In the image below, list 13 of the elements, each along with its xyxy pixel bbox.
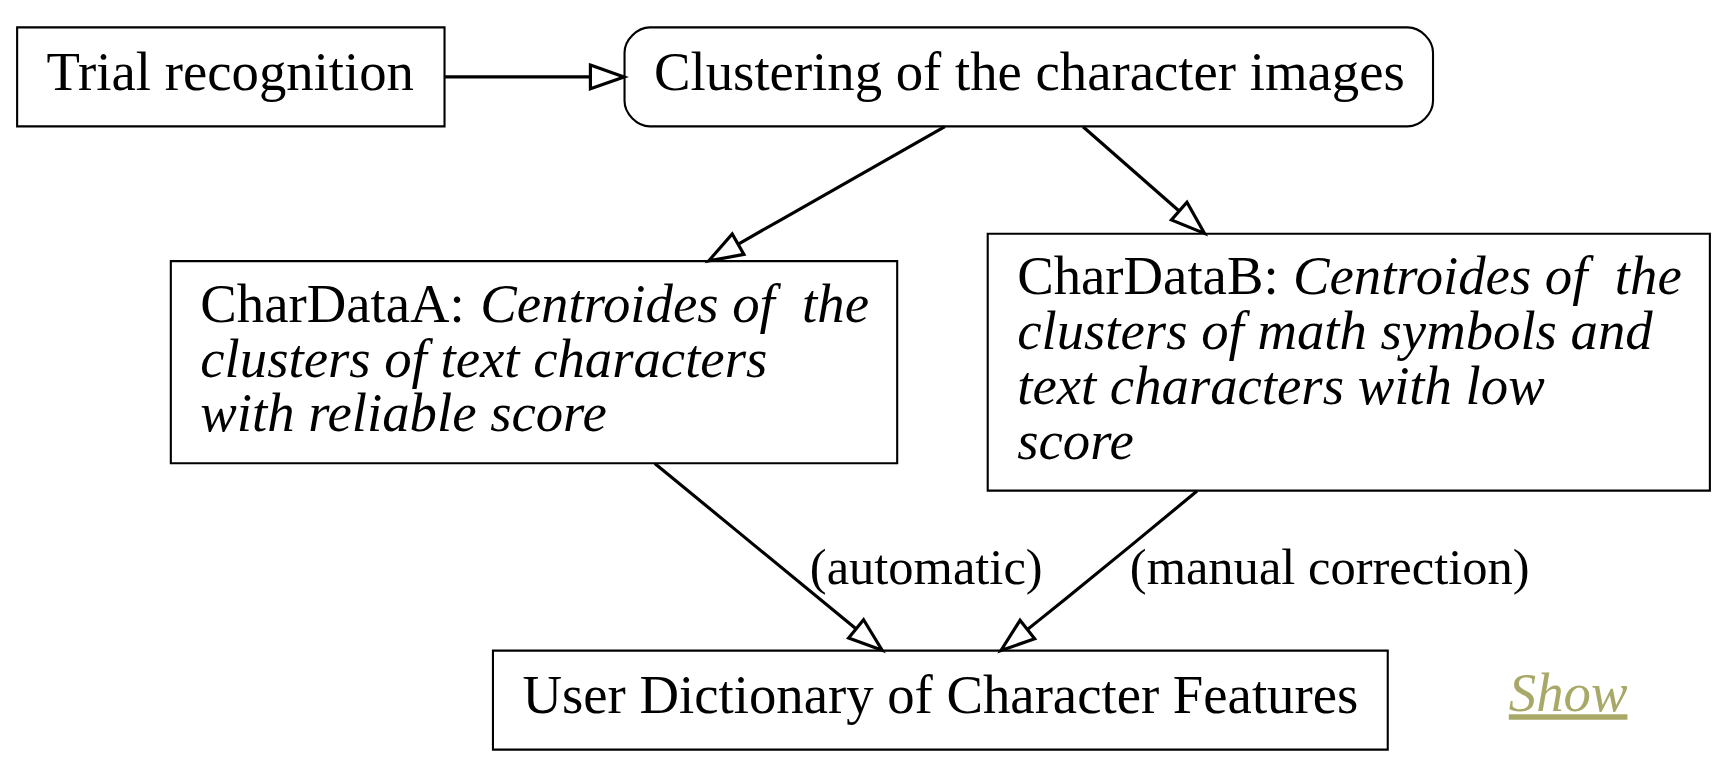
edge-label: (manual correction) <box>1129 538 1530 595</box>
label: Show <box>1508 662 1628 724</box>
node-box: CharDataB: Centroides of the clusters of math symbols and text characters with low score <box>986 232 1711 492</box>
arrow <box>653 462 886 654</box>
arrow <box>445 62 629 91</box>
node-box: Clustering of the character images <box>623 26 1435 128</box>
edge-label: (automatic) <box>809 538 1043 595</box>
arrow <box>997 489 1199 654</box>
node-box: Trial recognition <box>16 26 446 128</box>
arrow <box>704 125 946 264</box>
node-box: User Dictionary of Character Features <box>491 649 1389 751</box>
node-box: CharDataA: Centroides of the clusters of text characters with reliable score <box>169 260 899 465</box>
arrow <box>1082 125 1209 237</box>
